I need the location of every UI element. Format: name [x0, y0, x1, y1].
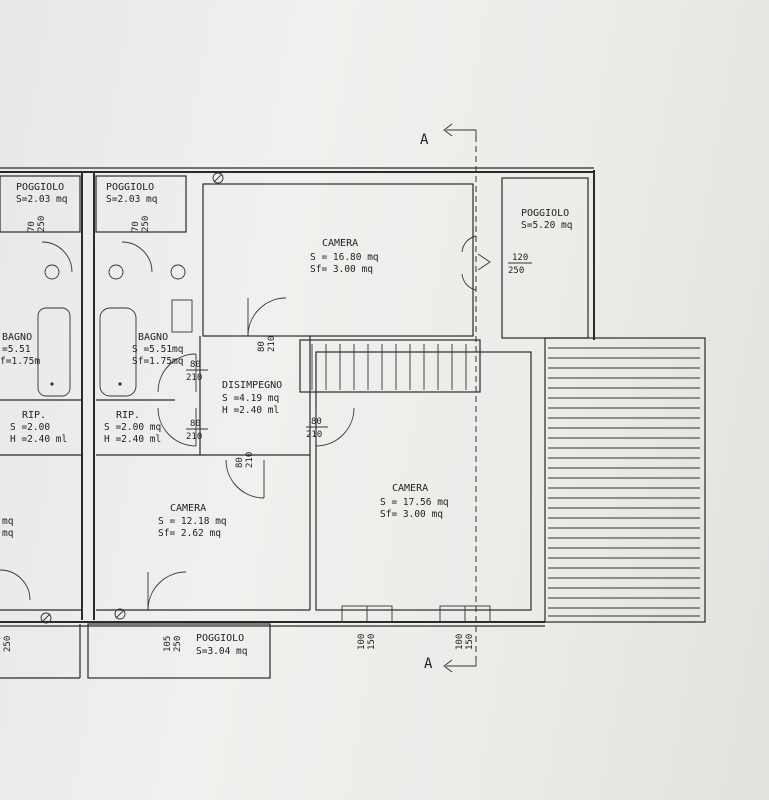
room-name: POGGIOLO [106, 182, 154, 193]
opening-d4: 80 210 [186, 360, 208, 383]
room-name: POGGIOLO [16, 182, 64, 193]
room-camera-bottom: CAMERA S = 12.18 mq Sf= 2.62 mq [158, 503, 227, 539]
room-height: H =2.40 ml [10, 434, 67, 445]
opening-d6: 80 210 [306, 417, 328, 440]
room-name: BAGNO [138, 332, 168, 343]
room-name: CAMERA [170, 503, 206, 514]
opening-width: 80 [257, 341, 267, 352]
opening-d1: 70 250 [27, 216, 47, 232]
opening-height: 210 [245, 452, 255, 468]
section-line-a: A A [420, 123, 477, 673]
room-name: CAMERA [322, 238, 358, 249]
opening-d8: 120 250 [508, 253, 532, 276]
room-camera-right: CAMERA S = 17.56 mq Sf= 3.00 mq [380, 483, 449, 520]
room-rip-mid: RIP. S =2.00 mq H =2.40 ml [104, 410, 161, 445]
opening-width: 100 [455, 634, 465, 650]
room-name: POGGIOLO [196, 633, 244, 644]
room-floor-area: f=1.75m [0, 356, 40, 367]
room-bagno-mid: BAGNO S =5.51mq Sf=1.75mq [132, 332, 183, 367]
room-poggiolo-mid: POGGIOLO S=2.03 mq [106, 182, 157, 205]
room-poggiolo-bottom: POGGIOLO S=3.04 mq [196, 633, 247, 657]
opening-width: 120 [512, 253, 528, 263]
room-name: RIP. [116, 410, 140, 421]
opening-d11: 100 150 [455, 634, 475, 650]
room-name: CAMERA [392, 483, 428, 494]
terrace-hatch [544, 337, 706, 623]
opening-width: 70 [27, 221, 37, 232]
room-poggiolo-right: POGGIOLO S=5.20 mq [521, 208, 572, 231]
opening-width: 80 [311, 417, 322, 427]
opening-width: 105 [163, 636, 173, 652]
opening-height: 250 [3, 636, 13, 652]
room-area: S=2.03 mq [16, 194, 67, 205]
room-camera-top: CAMERA S = 16.80 mq Sf= 3.00 mq [310, 238, 379, 275]
room-area: mq [2, 516, 13, 527]
room-bagno-left: BAGNO =5.51 f=1.75m [0, 332, 40, 367]
room-area: S=2.03 mq [106, 194, 157, 205]
room-name: DISIMPEGNO [222, 380, 282, 391]
interior-walls [0, 172, 589, 620]
opening-height: 150 [465, 634, 475, 650]
opening-d7: 80 210 [235, 452, 255, 468]
opening-height: 250 [508, 266, 524, 276]
staircase [311, 344, 467, 390]
opening-height: 210 [186, 373, 202, 383]
room-height: H =2.40 ml [104, 434, 161, 445]
opening-d10: 100 150 [357, 634, 377, 650]
room-area: S =4.19 mq [222, 393, 279, 404]
room-area: S = 16.80 mq [310, 252, 379, 263]
room-area: S = 17.56 mq [380, 497, 449, 508]
opening-height: 150 [367, 634, 377, 650]
room-camera-left-partial: mq mq [2, 516, 13, 539]
room-area: S = 12.18 mq [158, 516, 227, 527]
room-disimpegno: DISIMPEGNO S =4.19 mq H =2.40 ml [222, 380, 282, 416]
room-floor-area: Sf= 3.00 mq [310, 264, 373, 275]
room-area: S=5.20 mq [521, 220, 572, 231]
opening-d2: 70 250 [131, 216, 151, 232]
opening-height: 210 [267, 336, 277, 352]
windows [341, 605, 491, 623]
room-area: S=3.04 mq [196, 646, 247, 657]
room-poggiolo-left: POGGIOLO S=2.03 mq [16, 182, 67, 205]
doors [0, 235, 491, 611]
room-rip-left: RIP. S =2.00 H =2.40 ml [10, 410, 67, 445]
opening-height: 250 [37, 216, 47, 232]
opening-height: 250 [173, 636, 183, 652]
opening-width: 100 [357, 634, 367, 650]
section-mark-top: A [420, 132, 429, 148]
room-name: RIP. [22, 410, 46, 421]
exterior-walls [0, 167, 595, 679]
room-name: BAGNO [2, 332, 32, 343]
opening-width: 80 [190, 419, 201, 429]
opening-d5: 80 210 [186, 419, 208, 442]
bathroom-fixtures [37, 241, 193, 397]
section-mark-bottom: A [424, 656, 433, 672]
opening-d12: 250 [3, 636, 13, 652]
room-area: =5.51 [2, 344, 31, 355]
room-area: S =2.00 [10, 422, 50, 433]
room-floor-area: mq [2, 528, 13, 539]
opening-width: 80 [190, 360, 201, 370]
diameter-symbols [40, 172, 224, 624]
opening-width: 70 [131, 221, 141, 232]
room-floor-area: Sf=1.75mq [132, 356, 183, 367]
room-area: S =5.51mq [132, 344, 183, 355]
opening-d9: 105 250 [163, 636, 183, 652]
room-height: H =2.40 ml [222, 405, 279, 416]
opening-width: 80 [235, 457, 245, 468]
opening-height: 210 [186, 432, 202, 442]
room-floor-area: Sf= 3.00 mq [380, 509, 443, 520]
opening-d3: 80 210 [257, 336, 277, 352]
room-area: S =2.00 mq [104, 422, 161, 433]
opening-height: 210 [306, 430, 322, 440]
room-floor-area: Sf= 2.62 mq [158, 528, 221, 539]
room-name: POGGIOLO [521, 208, 569, 219]
opening-height: 250 [141, 216, 151, 232]
